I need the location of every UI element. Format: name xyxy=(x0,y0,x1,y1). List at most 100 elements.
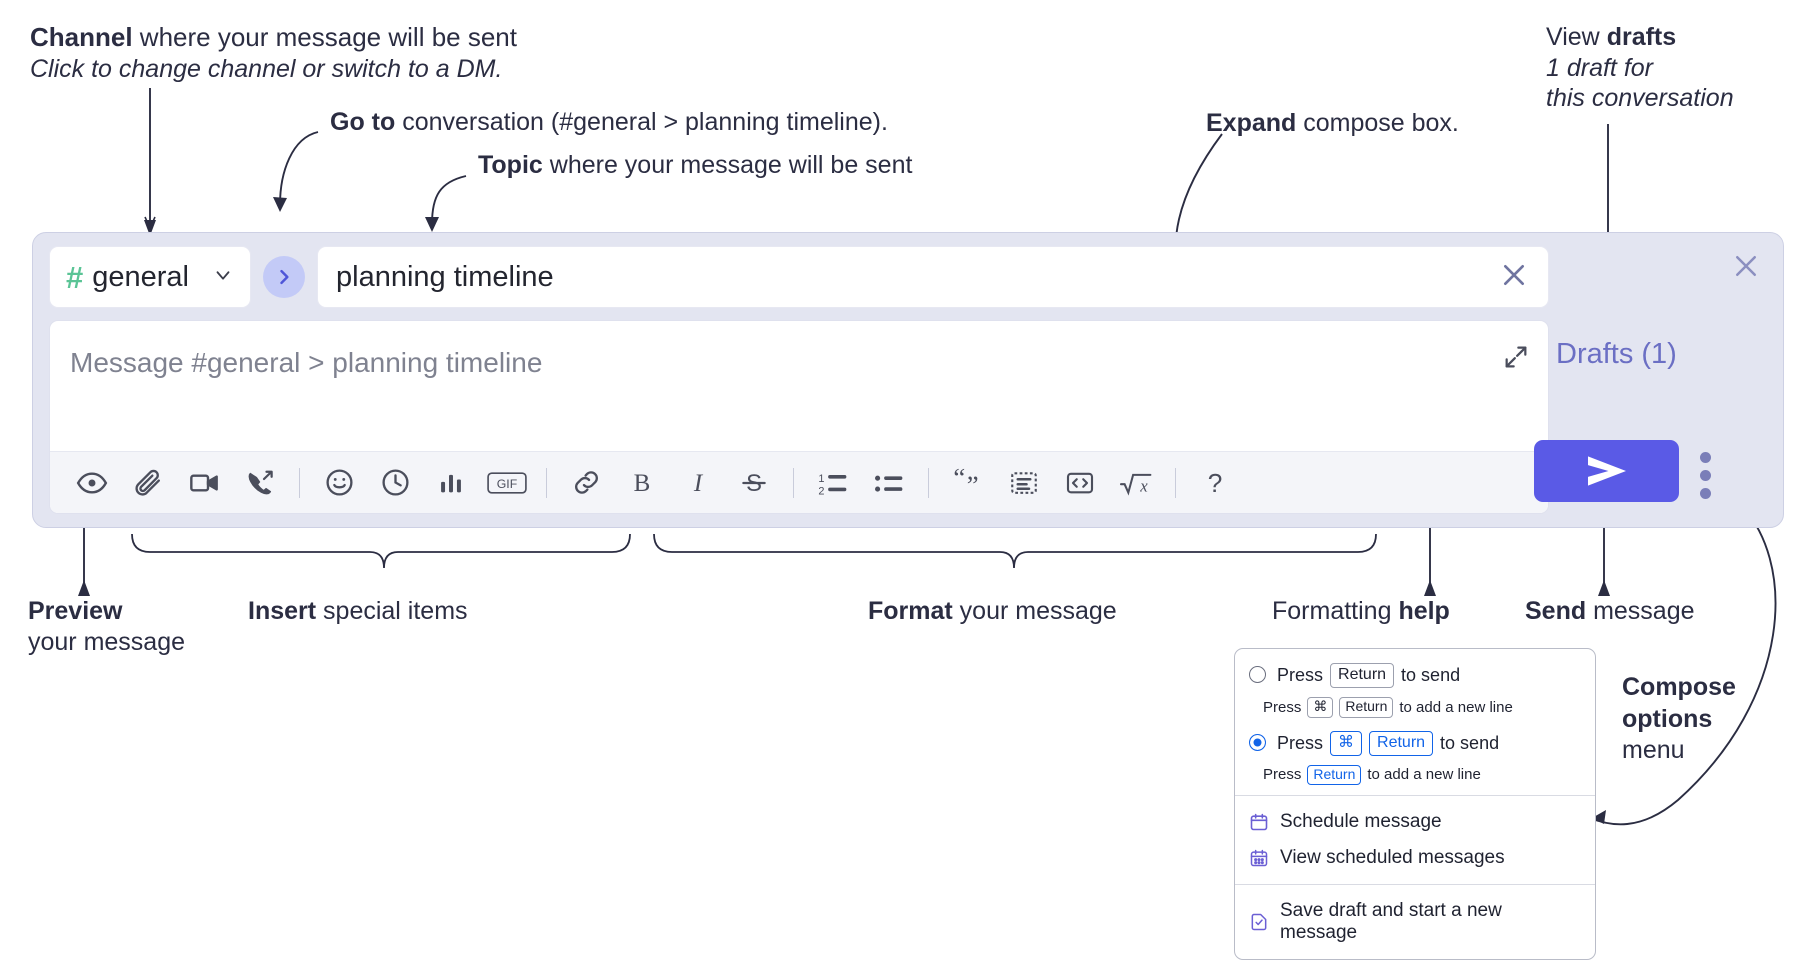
opt-subtext: Press xyxy=(1263,698,1302,716)
preview-icon[interactable] xyxy=(64,460,120,506)
close-icon[interactable] xyxy=(1731,251,1761,286)
kebab-dot xyxy=(1700,452,1711,463)
annotation-fmthelp-bold: help xyxy=(1398,597,1450,625)
annotation-compose-line3: menu xyxy=(1622,736,1685,764)
kbd-return: Return xyxy=(1369,730,1434,756)
italic-icon[interactable]: I xyxy=(670,460,726,506)
send-icon xyxy=(1587,456,1626,486)
svg-text:1: 1 xyxy=(818,472,824,484)
opt-text: Press xyxy=(1277,732,1324,753)
toolbar-divider xyxy=(1175,467,1176,498)
annotation-goto-rest: conversation (#general > planning timeli… xyxy=(395,108,888,136)
kebab-dot xyxy=(1700,470,1711,481)
bulleted-list-icon[interactable] xyxy=(861,460,917,506)
poll-icon[interactable] xyxy=(423,460,479,506)
emoji-icon[interactable] xyxy=(311,460,367,506)
annotation-topic-bold: Topic xyxy=(478,151,543,179)
chevron-down-icon xyxy=(212,264,234,291)
annotation-compose-options: Compose options menu xyxy=(1622,672,1736,767)
annotation-expand-bold: Expand xyxy=(1206,109,1297,137)
code-block-icon[interactable] xyxy=(996,460,1052,506)
opt-subtext: to add a new line xyxy=(1399,698,1513,716)
menu-divider xyxy=(1235,795,1595,796)
send-option-return-sub: Press ⌘ Return to add a new line xyxy=(1263,697,1595,718)
calendar-icon xyxy=(1249,812,1269,832)
annotation-goto-bold: Go to xyxy=(330,108,396,136)
math-icon[interactable]: x xyxy=(1108,460,1164,506)
drafts-link[interactable]: Drafts (1) xyxy=(1556,338,1677,370)
svg-text:“: “ xyxy=(953,468,965,493)
annotation-drafts-line3: this conversation xyxy=(1546,84,1734,112)
annotation-goto: Go to conversation (#general > planning … xyxy=(330,107,888,138)
opt-subtext: Press xyxy=(1263,766,1302,784)
send-button[interactable] xyxy=(1534,440,1679,502)
annotation-channel: Channel where your message will be sent … xyxy=(30,22,517,84)
clear-topic-icon[interactable] xyxy=(1498,259,1530,296)
svg-text:?: ? xyxy=(1208,468,1223,498)
draft-group: Save draft and start a new message xyxy=(1235,885,1595,959)
help-icon[interactable]: ? xyxy=(1187,460,1243,506)
send-option-cmd-return[interactable]: Press ⌘ Return to send xyxy=(1235,727,1595,760)
annotation-insert-bold: Insert xyxy=(248,597,317,625)
annotation-preview: Preview your message xyxy=(28,596,185,657)
annotation-format-bold: Format xyxy=(868,597,953,625)
menu-item-label: Save draft and start a new message xyxy=(1280,900,1502,943)
go-to-conversation-button[interactable] xyxy=(263,256,305,298)
kbd-return: Return xyxy=(1330,663,1395,688)
attachment-icon[interactable] xyxy=(120,460,176,506)
gif-icon[interactable]: GIF xyxy=(479,460,535,506)
menu-item-save-draft[interactable]: Save draft and start a new message xyxy=(1235,893,1595,951)
menu-item-label: View scheduled messages xyxy=(1280,847,1505,868)
topic-value: planning timeline xyxy=(336,260,554,293)
link-icon[interactable] xyxy=(558,460,614,506)
audio-call-icon[interactable] xyxy=(232,460,288,506)
send-option-return[interactable]: Press Return to send xyxy=(1235,659,1595,692)
kebab-dot xyxy=(1700,488,1711,499)
menu-item-schedule-message[interactable]: Schedule message xyxy=(1235,804,1595,840)
radio-selected[interactable] xyxy=(1249,733,1266,751)
topic-input[interactable]: planning timeline xyxy=(317,246,1549,308)
clock-icon[interactable] xyxy=(367,460,423,506)
hash-icon: # xyxy=(66,259,84,295)
annotation-preview-line2: your message xyxy=(28,627,186,656)
annotation-drafts-pre: View xyxy=(1546,23,1607,51)
expand-icon[interactable] xyxy=(1502,343,1530,376)
annotation-expand: Expand compose box. xyxy=(1206,108,1459,139)
inline-code-icon[interactable] xyxy=(1052,460,1108,506)
send-shortcut-options: Press Return to send Press ⌘ Return to a… xyxy=(1235,649,1595,795)
opt-text: to send xyxy=(1401,665,1461,685)
compose-options-menu-button[interactable] xyxy=(1700,452,1711,499)
annotation-channel-bold: Channel xyxy=(30,22,133,52)
toolbar-divider xyxy=(546,467,547,498)
message-placeholder: Message #general > planning timeline xyxy=(70,347,543,378)
compose-widget: # general planning timeline Message #gen… xyxy=(32,232,1784,528)
message-input-box[interactable]: Message #general > planning timeline xyxy=(49,320,1549,514)
menu-item-view-scheduled[interactable]: View scheduled messages xyxy=(1235,840,1595,876)
annotation-expand-rest: compose box. xyxy=(1296,109,1459,137)
opt-text: Press xyxy=(1277,665,1324,685)
radio-unselected[interactable] xyxy=(1249,666,1266,683)
channel-selector[interactable]: # general xyxy=(49,246,251,308)
blockquote-icon[interactable]: “” xyxy=(940,460,996,506)
toolbar-divider xyxy=(299,467,300,498)
annotation-drafts: View drafts 1 draft for this conversatio… xyxy=(1546,22,1734,114)
svg-text:B: B xyxy=(634,470,651,497)
annotation-compose-line1: Compose xyxy=(1622,673,1736,701)
strikethrough-icon[interactable]: S xyxy=(726,460,782,506)
opt-text: to send xyxy=(1440,732,1500,753)
bold-icon[interactable]: B xyxy=(614,460,670,506)
send-option-cmd-return-sub: Press Return to add a new line xyxy=(1263,764,1595,785)
kbd-return: Return xyxy=(1339,697,1394,718)
annotation-formatting-help: Formatting help xyxy=(1272,596,1450,627)
menu-item-label: Schedule message xyxy=(1280,811,1442,832)
annotation-insert-rest: special items xyxy=(316,597,468,625)
annotation-insert: Insert special items xyxy=(248,596,468,627)
video-icon[interactable] xyxy=(176,460,232,506)
save-draft-icon xyxy=(1249,912,1269,932)
kbd-return: Return xyxy=(1307,764,1362,785)
annotation-fmthelp-pre: Formatting xyxy=(1272,597,1399,625)
svg-text:2: 2 xyxy=(818,485,824,497)
calendar-grid-icon xyxy=(1249,848,1269,868)
compose-options-menu: Press Return to send Press ⌘ Return to a… xyxy=(1234,648,1596,960)
